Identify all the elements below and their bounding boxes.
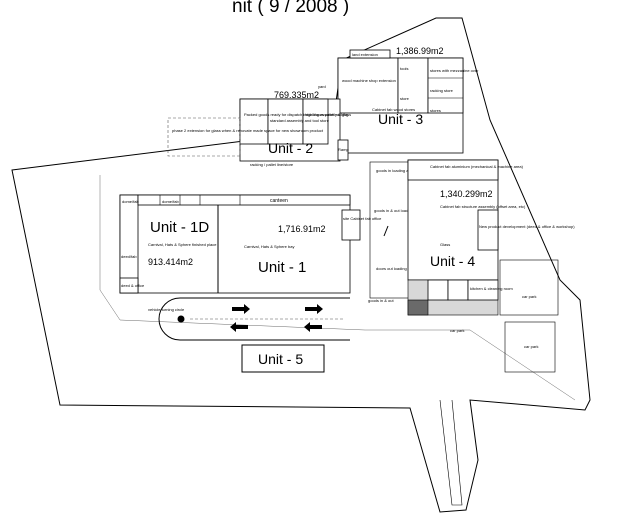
unit-2-name: Unit - 2 (268, 140, 313, 156)
unit-3-room-4: stores with mezzanine over (430, 68, 479, 73)
unit-3-extension-label: land extension (352, 52, 378, 57)
unit-1d-office: deed & office (121, 283, 145, 288)
yard-label: yard (318, 84, 326, 89)
unit-5: Unit - 5 (241, 344, 325, 373)
car-park-label-1: car park (522, 294, 536, 299)
unit-2-room-2: standard assembly and tool store (270, 118, 330, 123)
unit-4-area: 1,340.299m2 (440, 189, 493, 199)
unit-1d-top-label-2: dome/fab (162, 199, 179, 204)
unit-2-area: 769.335m2 (274, 90, 319, 100)
unit-3-name: Unit - 3 (378, 111, 423, 127)
goods-in-lower-label: goods in & out loading area (374, 208, 423, 213)
unit-3-room-6: stores (430, 108, 441, 113)
doors-out-label: doors out loading area (376, 266, 417, 271)
access-road (439, 399, 463, 506)
goods-in-out-label: goods in & out (368, 298, 394, 303)
unit-3-lower-note: Cabinet fab wood stores (372, 107, 415, 112)
car-parks: car park car park car park (450, 259, 559, 373)
unit-2-room-1: Packed goods ready for dispatch installi… (244, 112, 351, 117)
unit-2-extension-note: phase 2 extension for glass when & renov… (172, 128, 324, 133)
unit-4-welfare: kitchen & cleaning room (470, 286, 513, 291)
unit-1-name: Unit - 1 (258, 259, 306, 276)
turning-lane: vehicle turning circle (148, 297, 350, 341)
unit-3-room-1: wood machine shop extension (342, 78, 396, 83)
unit-4-name: Unit - 4 (430, 253, 475, 269)
unit-1-block: dome/fab dome/fab canteen deed/fab deed … (119, 194, 382, 294)
unit-2-room-3: high doors pallet racking (305, 112, 348, 117)
car-park-label-2: car park (450, 328, 464, 333)
unit-1-area: 1,716.91m2 (278, 224, 326, 234)
unit-5-name: Unit - 5 (258, 351, 303, 367)
unit-3-room-3: store (400, 96, 410, 101)
site-boundary (11, 17, 591, 513)
unit-3: land extension 1,386.99m2 wood machine s… (318, 46, 479, 154)
arrow-left-2 (304, 322, 322, 332)
unit-3-room-2: tools (400, 66, 408, 71)
unit-4-room-2: Glass (440, 242, 450, 247)
unit-4-top-note: Cabinet fab aluminium (mechanical & mach… (430, 164, 524, 169)
unit-1d-use: Carnival, Hats & Sphere finished place (148, 242, 217, 247)
plan-title: nit ( 9 / 2008 ) (232, 0, 349, 17)
unit-4: Cabinet fab aluminium (mechanical & mach… (407, 159, 575, 316)
unit-4-room-3: New product development (deed & office &… (479, 224, 575, 229)
unit-3-room-5: racking store (430, 88, 454, 93)
unit-3-area: 1,386.99m2 (396, 46, 444, 56)
arrow-right-2 (305, 304, 323, 314)
ramp-label: Ramp (338, 147, 349, 152)
goods-in-upper-label: goods in loading area (376, 168, 415, 173)
unit-1d-area: 913.414m2 (148, 257, 193, 267)
car-park-label-3: car park (524, 344, 538, 349)
unit-1-use: Carnival, Hats & Sphere bay (244, 244, 294, 249)
unit-2: 769.335m2 Packed goods ready for dispatc… (167, 90, 351, 167)
unit-1-office: site Cabinet fab office (343, 216, 382, 221)
unit-1d-name: Unit - 1D (150, 219, 209, 236)
unit-2-lower-note: racking / pallet line/store (250, 162, 294, 167)
unit-1-canteen: canteen (270, 198, 288, 204)
turning-circle-marker (177, 315, 185, 323)
unit-1d-top-label-1: dome/fab (122, 199, 139, 204)
arrow-left-1 (230, 322, 248, 332)
vehicle-turning-label: vehicle turning circle (148, 307, 185, 312)
unit-1d-side-label: deed/fab (121, 254, 137, 259)
unit-4-room-1: Cabinet fab structure assembly (offset a… (440, 204, 526, 209)
arrow-right-1 (232, 304, 250, 314)
